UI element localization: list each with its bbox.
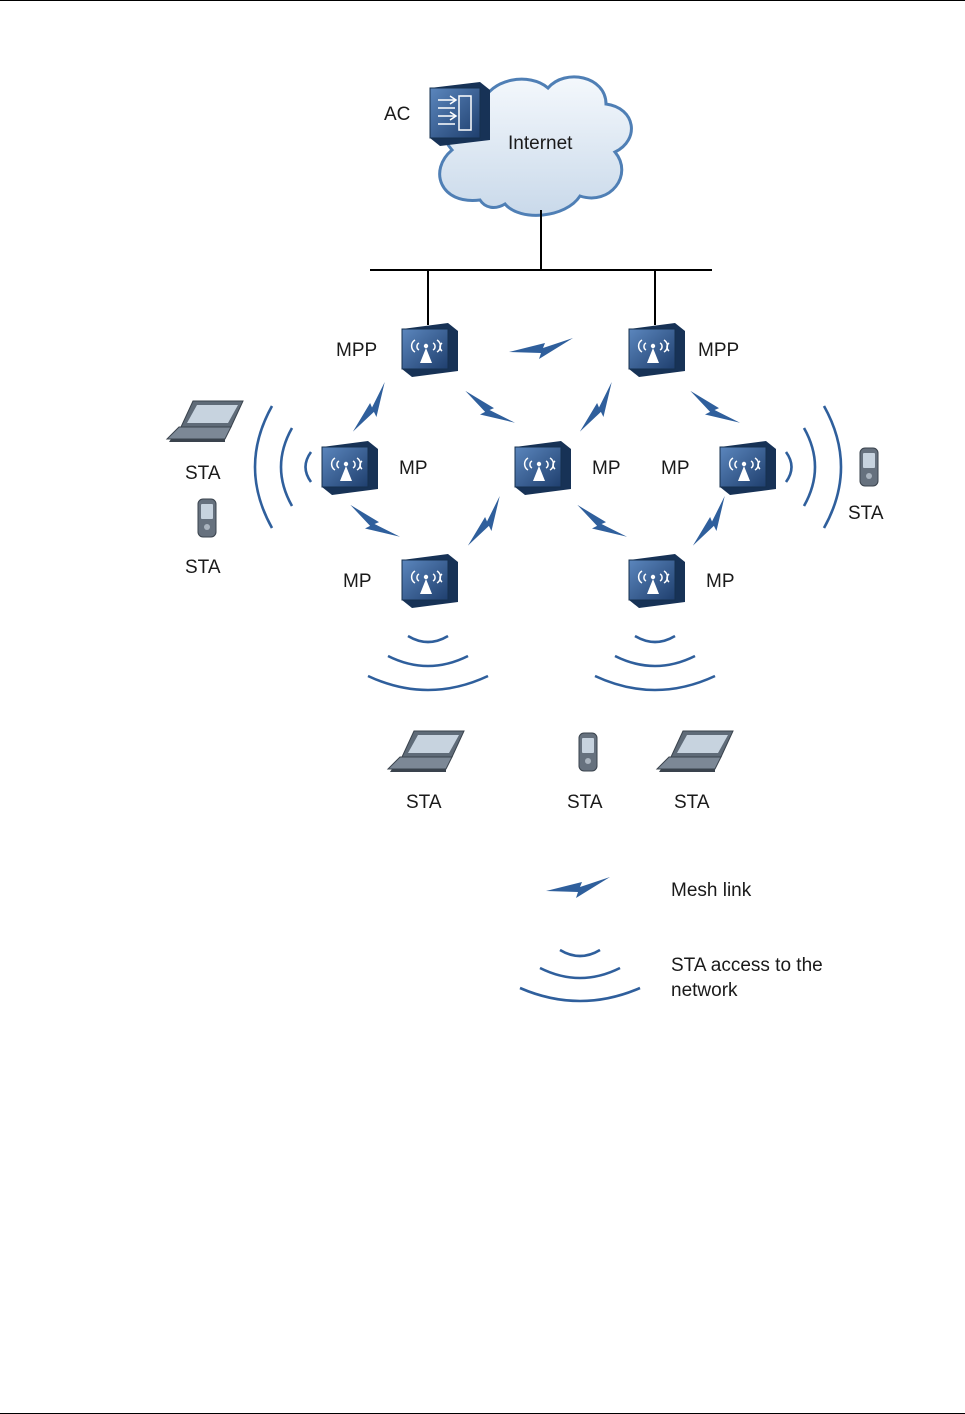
mp-bottom-left-ap-icon (402, 554, 458, 608)
mp-center-ap-icon (515, 441, 571, 495)
sta-phone-bottom-icon (579, 733, 597, 771)
ac-controller-icon (430, 82, 490, 146)
mesh-link-mppl-mpl-icon (344, 382, 398, 436)
sta-phone-left-icon (198, 499, 216, 537)
legend-mesh-link-label: Mesh link (671, 880, 752, 901)
legend-sta-access-label-line2: network (671, 980, 738, 1001)
mpp-right-ap-icon (629, 323, 685, 377)
mp-center-label: MP (592, 458, 621, 479)
sta-laptop-bottom-right-icon (657, 731, 733, 772)
sta-laptop-left-icon (167, 401, 243, 442)
mp-bottom-right-label: MP (706, 571, 735, 592)
sta-laptop-bottom-icon (388, 731, 464, 772)
internet-label: Internet (508, 133, 573, 154)
mesh-link-mppl-mpc-icon (461, 382, 515, 436)
signal-waves-right-icon (786, 406, 841, 528)
sta-laptop-left-label: STA (185, 463, 221, 484)
sta-laptop-bottom-right-label: STA (674, 792, 710, 813)
sta-laptop-bottom-label: STA (406, 792, 442, 813)
mp-left-ap-icon (322, 441, 378, 495)
mesh-link-mpc-mpbr-icon (573, 496, 627, 550)
mesh-link-mpr-mpbr-icon (684, 496, 738, 550)
legend-sta-access-icon (520, 950, 640, 1001)
signal-waves-bottom-right-icon (595, 636, 715, 690)
mp-right-ap-icon (720, 441, 776, 495)
mp-bottom-left-label: MP (343, 571, 372, 592)
mpp-left-ap-icon (402, 323, 458, 377)
sta-phone-left-label: STA (185, 557, 221, 578)
mp-left-label: MP (399, 458, 428, 479)
mesh-link-mpc-mpbl-icon (459, 496, 513, 550)
mesh-link-mpl-mpbl-icon (346, 496, 400, 550)
signal-waves-bottom-left-icon (368, 636, 488, 690)
mp-bottom-right-ap-icon (629, 554, 685, 608)
mp-right-label: MP (661, 458, 690, 479)
mesh-link-mppr-mpr-icon (686, 382, 740, 436)
mpp-left-label: MPP (336, 340, 377, 361)
sta-phone-right-label: STA (848, 503, 884, 524)
legend: Mesh link STA access to the network (520, 877, 823, 1001)
legend-sta-access-label-line1: STA access to the (671, 955, 823, 976)
sta-phone-bottom-label: STA (567, 792, 603, 813)
sta-phone-right-icon (860, 448, 878, 486)
mesh-link-mpp-mpp-icon (509, 338, 573, 359)
mpp-right-label: MPP (698, 340, 739, 361)
mesh-link-mppr-mpc-icon (571, 382, 625, 436)
signal-waves-left-icon (255, 406, 311, 528)
ac-label: AC (384, 104, 410, 125)
legend-mesh-link-icon (546, 877, 610, 898)
